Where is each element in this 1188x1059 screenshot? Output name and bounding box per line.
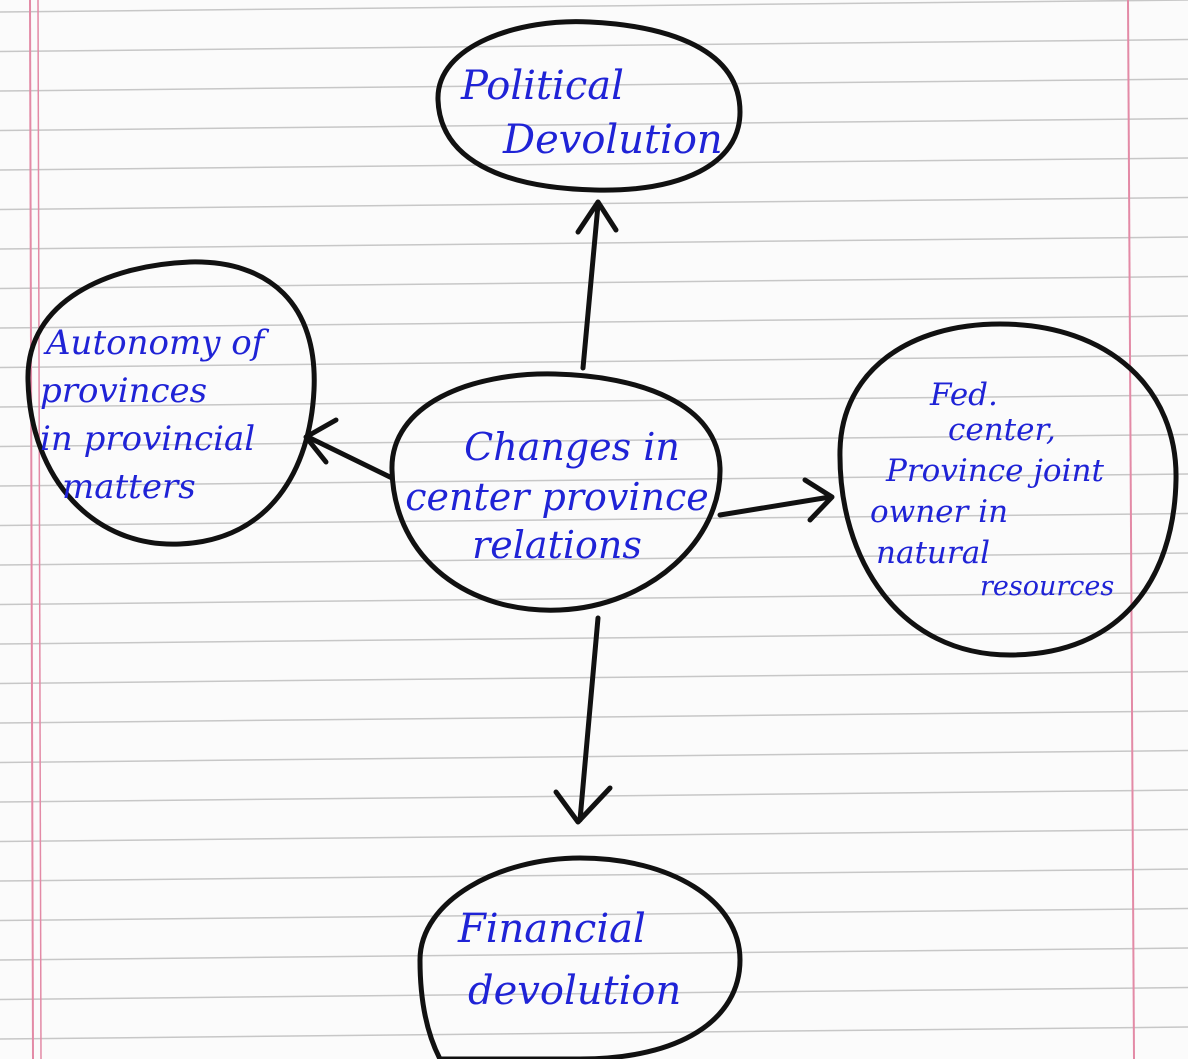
ruled-line [0, 78, 1188, 92]
ruled-line [0, 947, 1188, 961]
top-line-1: Political [461, 63, 624, 109]
center-line-3: relations [472, 523, 642, 567]
ruled-line [0, 710, 1188, 724]
left-line-2: provinces [40, 371, 208, 411]
connector-to-top [580, 202, 601, 371]
bottom-node-outline [417, 855, 743, 1059]
ruled-line [0, 749, 1188, 764]
right-line-3: Province joint [886, 453, 1104, 489]
arrowhead-right [802, 477, 835, 523]
ruled-line [0, 38, 1188, 53]
top-node-text: Political Devolution [455, 48, 725, 178]
bottom-line-1: Financial [458, 906, 646, 952]
center-node-outline [389, 371, 723, 613]
ruled-line [0, 1026, 1188, 1040]
bottom-node-text: Financial devolution [450, 890, 720, 1030]
right-line-2: center, [948, 412, 1056, 448]
left-line-1: Autonomy of [46, 323, 265, 363]
left-line-4: matters [62, 467, 196, 507]
left-node-text: Autonomy of provinces in provincial matt… [40, 300, 308, 530]
right-line-4: owner in [870, 494, 1009, 530]
arrowhead-top [575, 199, 619, 235]
ruled-line [0, 117, 1188, 132]
center-line-2: center province [405, 475, 709, 519]
left-margin-line [29, 0, 34, 1059]
connector-to-left [307, 435, 395, 481]
ruled-line [0, 473, 1188, 487]
right-line-1: Fed. [930, 377, 998, 413]
ruled-line [0, 591, 1188, 606]
ruled-line [0, 907, 1188, 922]
center-line-1: Changes in [464, 425, 680, 469]
right-node-text: Fed. center, Province joint owner in nat… [868, 340, 1168, 640]
top-line-2: Devolution [503, 117, 723, 163]
arrowhead-left [303, 417, 339, 465]
ruled-line [0, 789, 1188, 803]
top-node-outline [435, 19, 743, 193]
ruled-line [0, 354, 1188, 369]
connector-to-right [717, 494, 833, 518]
ruled-line [0, 986, 1188, 1001]
center-node-text: Changes in center province relations [400, 398, 714, 594]
right-margin-line [1127, 0, 1135, 1059]
bottom-line-2: devolution [468, 968, 682, 1014]
ruled-line [0, 433, 1188, 448]
left-margin-line-inner [37, 0, 42, 1059]
ruled-line [0, 0, 1188, 13]
connector-to-bottom [577, 615, 601, 823]
ruled-line [0, 275, 1188, 290]
left-line-3: in provincial [40, 419, 256, 459]
ruled-line [0, 552, 1188, 566]
left-node-outline [25, 259, 317, 547]
ruled-line [0, 828, 1188, 843]
ruled-line [0, 868, 1188, 882]
right-node-outline [837, 321, 1179, 658]
ruled-line [0, 394, 1188, 408]
right-line-6: resources [980, 571, 1115, 602]
right-line-5: natural [876, 535, 991, 571]
arrowhead-bottom [553, 785, 613, 825]
ruled-line [0, 157, 1188, 171]
ruled-line [0, 512, 1188, 527]
ruled-line [0, 315, 1188, 329]
